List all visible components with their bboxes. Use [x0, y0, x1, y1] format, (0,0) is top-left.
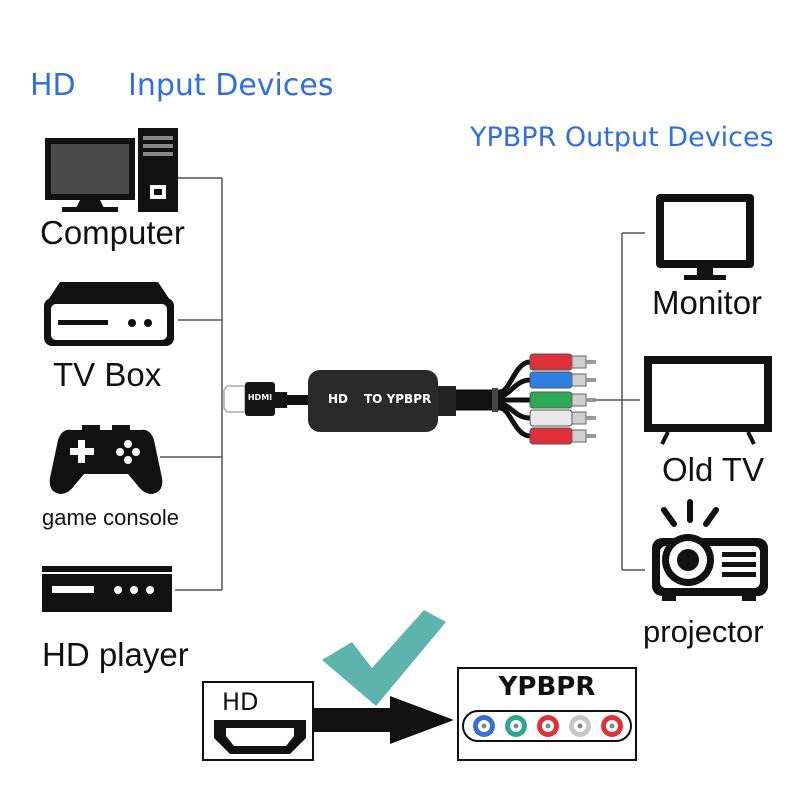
tv-box-label: TV Box	[53, 356, 162, 393]
converter-body	[308, 370, 456, 432]
rca-plug	[529, 353, 596, 371]
ypbpr-jack	[569, 715, 591, 737]
ypbpr-jack	[537, 715, 559, 737]
check-mark-icon	[322, 610, 446, 706]
input-connector-lines	[160, 177, 223, 591]
conversion-arrow	[314, 696, 454, 744]
game-controller-icon	[49, 425, 163, 494]
hdmi-plug	[223, 382, 310, 416]
old-tv-icon	[644, 356, 772, 445]
ypbpr-jack	[473, 715, 495, 737]
converter-label-right: TO YPBPR	[364, 392, 432, 406]
input-devices-header: Input Devices	[128, 68, 334, 103]
cable-sleeve	[492, 388, 498, 412]
hd-player-label: HD player	[42, 636, 189, 673]
output-devices-header: YPBPR Output Devices	[470, 122, 774, 153]
monitor-label: Monitor	[652, 284, 763, 321]
rca-plug	[529, 427, 596, 445]
hd-header: HD	[30, 68, 76, 103]
hdmi-plug-label: HDMI	[247, 393, 273, 402]
bottom-hd-label: HD	[222, 688, 259, 716]
bottom-ypbpr-label: YPBPR	[498, 672, 596, 702]
ypbpr-jack	[601, 715, 623, 737]
monitor-icon	[656, 194, 754, 280]
hd-player-icon	[42, 566, 172, 612]
rca-plugs	[529, 353, 596, 445]
rca-plug	[529, 391, 596, 409]
ypbpr-jacks	[473, 715, 623, 737]
converter-label-left: HD	[328, 392, 349, 406]
projector-icon	[652, 499, 768, 601]
game-console-label: game console	[42, 505, 179, 530]
bottom-ypbpr-panel	[457, 667, 637, 761]
computer-icon	[45, 128, 178, 212]
old-tv-label: Old TV	[662, 451, 765, 488]
computer-label: Computer	[40, 214, 185, 251]
rca-plug	[529, 409, 596, 427]
output-connector-lines	[596, 232, 645, 571]
rca-plug	[529, 371, 596, 389]
tv-box-icon	[44, 282, 174, 346]
rca-cables	[456, 359, 531, 439]
bottom-hd-panel	[202, 681, 314, 761]
projector-label: projector	[643, 614, 764, 649]
ypbpr-jack	[505, 715, 527, 737]
